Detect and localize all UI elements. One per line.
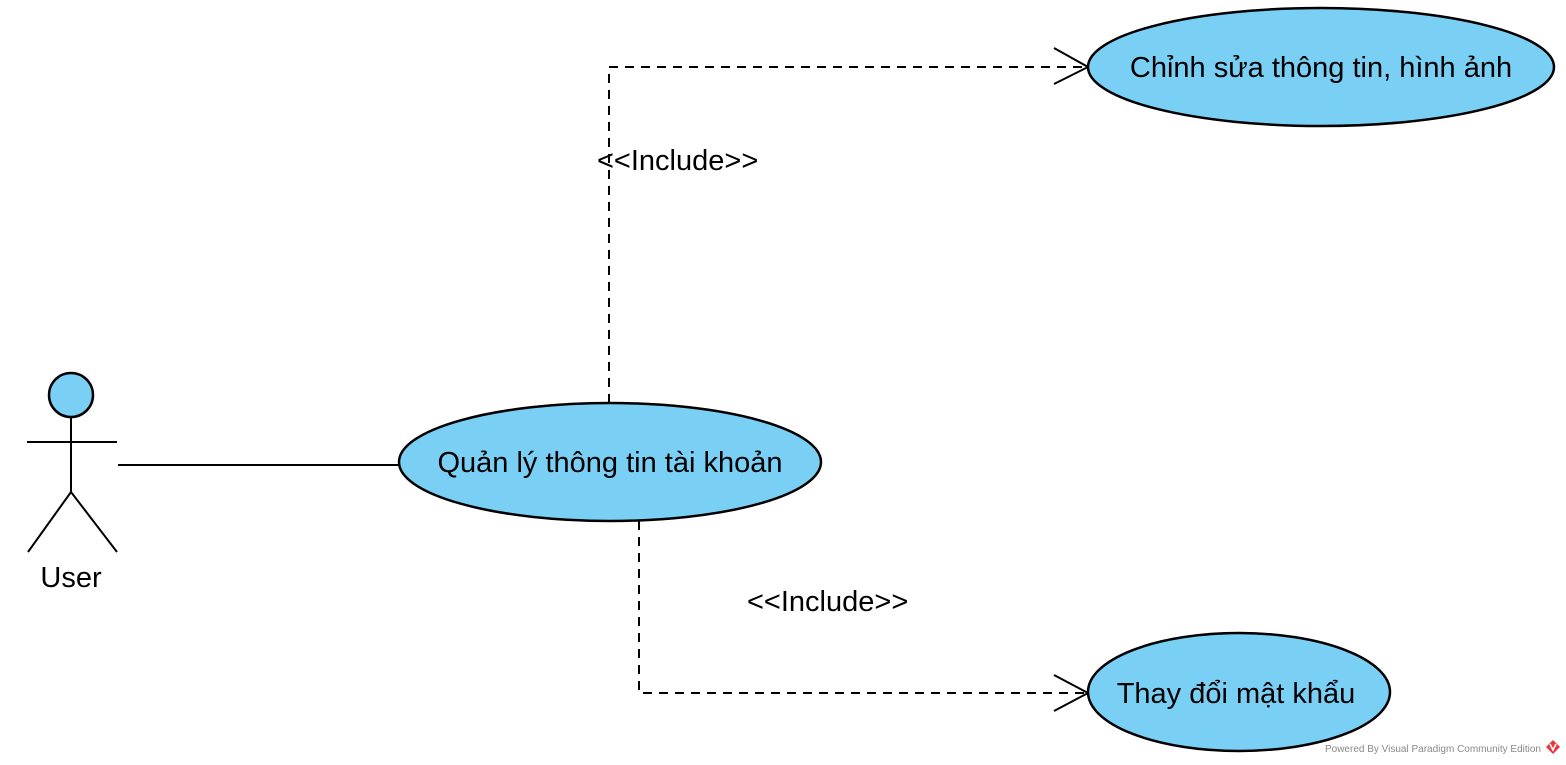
include-label-top: <<Include>> xyxy=(597,145,758,177)
use-case-label: Chỉnh sửa thông tin, hình ảnh xyxy=(1130,52,1512,84)
use-case-thay-doi-mat-khau[interactable]: Thay đổi mật khẩu xyxy=(1086,631,1392,753)
actor-label: User xyxy=(40,562,102,594)
watermark-text: Powered By Visual Paradigm Community Edi… xyxy=(1325,744,1541,755)
actor-user[interactable]: User xyxy=(27,371,118,594)
use-case-chinh-sua-thong-tin[interactable]: Chỉnh sửa thông tin, hình ảnh xyxy=(1086,6,1556,128)
use-case-label: Quản lý thông tin tài khoản xyxy=(437,447,782,479)
use-case-quan-ly-thong-tin-tai-khoan[interactable]: Quản lý thông tin tài khoản xyxy=(397,401,823,523)
use-case-ellipse xyxy=(1086,6,1556,128)
actor-right-leg xyxy=(70,491,118,553)
actor-head xyxy=(47,371,95,419)
use-case-ellipse xyxy=(1086,631,1392,753)
include-line-change-password xyxy=(638,521,1086,694)
use-case-label: Thay đổi mật khẩu xyxy=(1117,678,1356,710)
visual-paradigm-logo-icon xyxy=(1546,740,1560,754)
watermark: Powered By Visual Paradigm Community Edi… xyxy=(1325,740,1560,755)
use-case-ellipse xyxy=(397,401,823,523)
include-line-edit-info xyxy=(608,66,1086,403)
include-label-bottom: <<Include>> xyxy=(747,586,908,618)
actor-left-leg xyxy=(27,491,72,553)
